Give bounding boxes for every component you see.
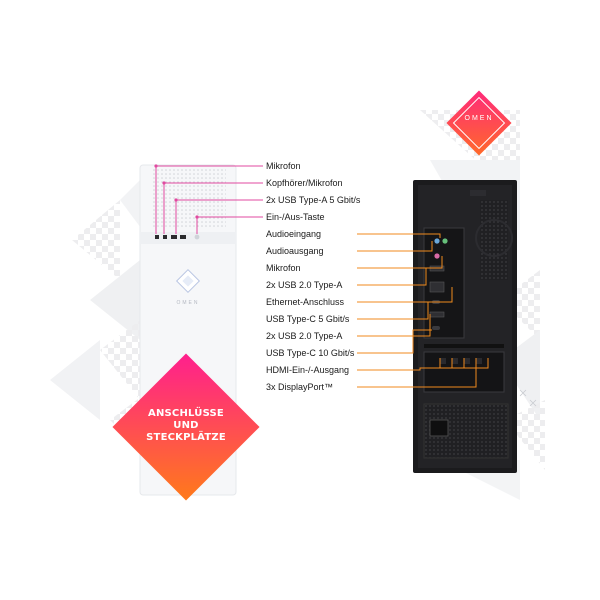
rear-leader-lines [357, 233, 489, 388]
rear-port-label-microphone: Mikrofon [266, 263, 301, 273]
rear-port-label-audio-in: Audioeingang [266, 229, 322, 239]
rear-port-label-ethernet: Ethernet-Anschluss [266, 297, 345, 307]
rear-port-label-usb2-a-2: 2x USB 2.0 Type-A [266, 331, 343, 341]
omen-logo-badge [446, 90, 512, 156]
front-port-label-headphone: Kopfhörer/Mikrofon [266, 178, 343, 188]
badge-line-3: STECKPLÄTZE [146, 432, 226, 443]
omen-logo-text: OMEN [464, 115, 494, 122]
rear-port-label-usb-c-5: USB Type-C 5 Gbit/s [266, 314, 350, 324]
rear-port-label-displayport: 3x DisplayPort™ [266, 382, 334, 392]
rear-port-label-usb-c-10: USB Type-C 10 Gbit/s [266, 348, 355, 358]
front-leader-lines [154, 164, 263, 234]
rear-port-label-audio-out: Audioausgang [266, 246, 324, 256]
front-port-label-microphone: Mikrofon [266, 161, 301, 171]
front-panel-logo-text: OMEN [176, 300, 200, 306]
badge-line-1: ANSCHLÜSSE [148, 408, 224, 419]
rear-port-label-hdmi: HDMI-Ein-/-Ausgang [266, 365, 350, 375]
black-pc-rear [413, 180, 517, 473]
rear-port-label-usb2-a-1: 2x USB 2.0 Type-A [266, 280, 343, 290]
front-port-label-power-button: Ein-/Aus-Taste [266, 212, 325, 222]
connections-badge-diamond [112, 353, 260, 501]
front-port-label-usb-a: 2x USB Type-A 5 Gbit/s [266, 195, 361, 205]
badge-line-2: UND [173, 420, 199, 431]
connections-badge-text: ANSCHLÜSSE UND STECKPLÄTZE [132, 408, 240, 444]
